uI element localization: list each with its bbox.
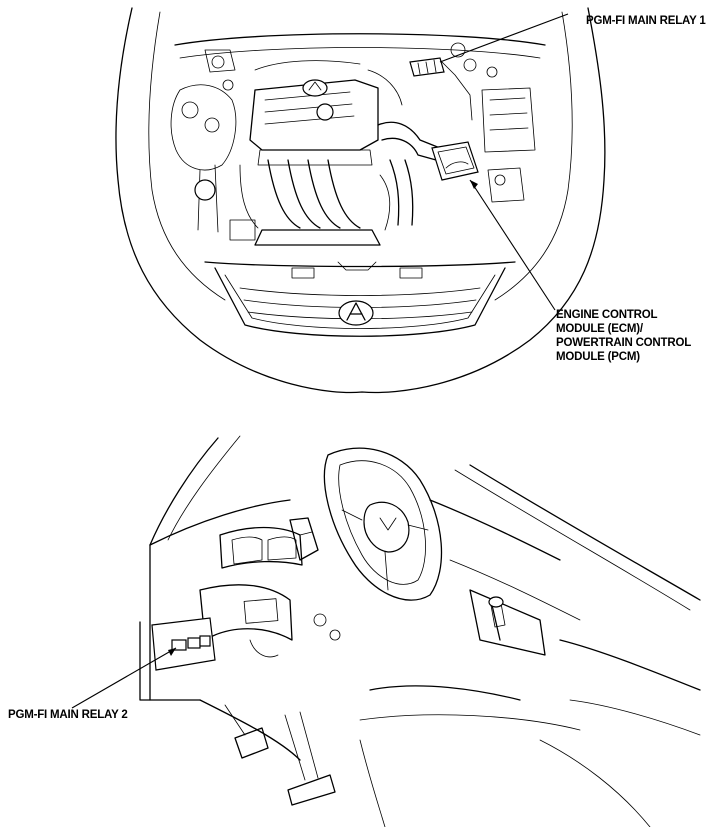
ecm-leader-line — [469, 179, 556, 311]
ecm-pcm-module-shape — [431, 141, 479, 181]
ecm-label-line-2: MODULE (ECM)/ — [556, 323, 644, 335]
relay-2-label: PGM-FI MAIN RELAY 2 — [8, 709, 128, 721]
ecm-label-line-4: MODULE (PCM) — [556, 351, 640, 363]
ecm-leader-arrowhead — [470, 180, 478, 189]
relay-1-leader-line — [439, 13, 569, 63]
dashboard-illustration — [139, 435, 701, 827]
engine-bay-illustration — [115, 7, 606, 394]
ecm-label-line-1: ENGINE CONTROL — [556, 309, 658, 321]
pgm-fi-main-relay-2-shape — [171, 639, 187, 651]
relay-2-leader-line — [71, 647, 177, 709]
ecm-label-line-3: POWERTRAIN CONTROL — [556, 337, 691, 349]
relay-1-label: PGM-FI MAIN RELAY 1 — [586, 15, 706, 27]
relay-2-leader-arrowhead — [168, 648, 176, 656]
